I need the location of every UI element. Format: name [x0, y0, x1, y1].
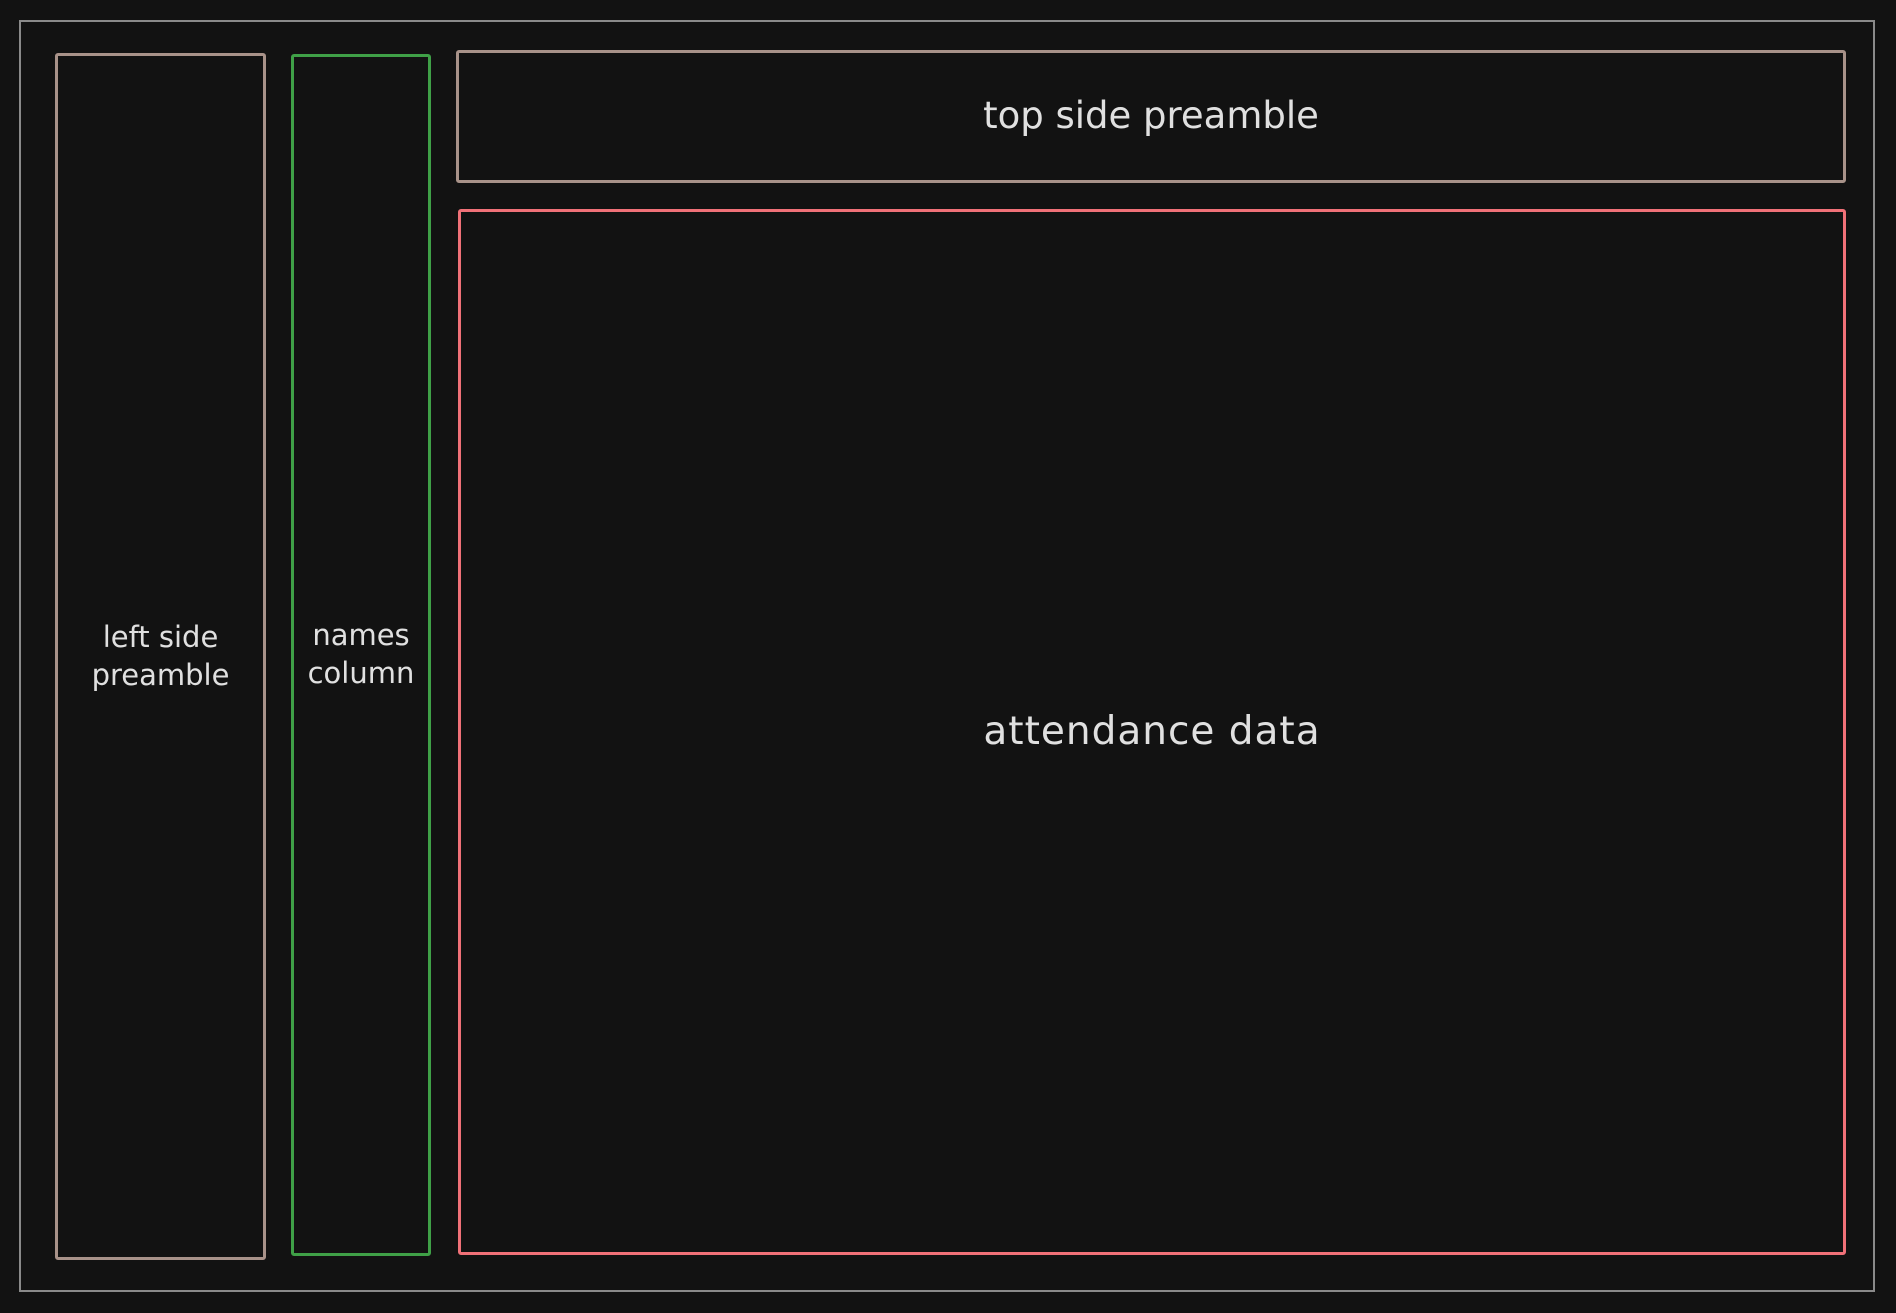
top-side-preamble-label: top side preamble — [983, 94, 1319, 138]
names-column-box: names column — [291, 54, 431, 1256]
attendance-data-label: attendance data — [983, 708, 1321, 754]
attendance-data-box: attendance data — [458, 209, 1846, 1255]
names-column-label: names column — [307, 618, 415, 690]
left-side-preamble-label: left side preamble — [91, 619, 230, 692]
outer-frame — [19, 20, 1875, 1292]
top-side-preamble-box: top side preamble — [456, 50, 1846, 183]
left-side-preamble-box: left side preamble — [55, 53, 266, 1260]
